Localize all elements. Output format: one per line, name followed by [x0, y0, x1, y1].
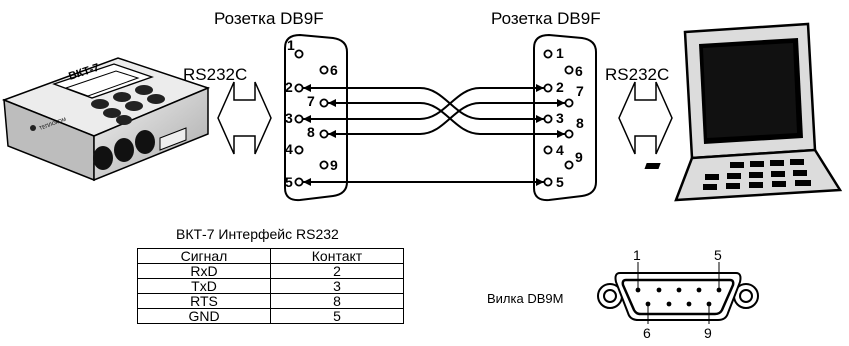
rs232-right-label: RS232C — [605, 65, 669, 84]
right-pin-label: 7 — [576, 83, 584, 99]
right-pin-label: 2 — [556, 79, 564, 95]
right-pin-label: 1 — [556, 45, 564, 61]
signal-pin-table: Сигнал Контакт RxD 2 TxD 3 RTS 8 GND 5 — [137, 248, 404, 324]
vkt7-device-icon: ВКТ-7 ТЕПЛОКОМ — [1, 57, 211, 182]
table-header-row: Сигнал Контакт — [137, 248, 404, 264]
signal-cell: GND — [137, 308, 271, 324]
left-pin-label: 1 — [287, 37, 295, 53]
pin-cell: 3 — [270, 278, 404, 294]
left-pin-label: 6 — [330, 62, 338, 78]
signal-cell: RTS — [137, 293, 271, 309]
double-arrow-right-icon — [618, 81, 673, 155]
plug-pin-9-label: 9 — [704, 325, 712, 341]
table-row: RTS 8 — [137, 293, 404, 309]
left-pin-label: 4 — [285, 141, 293, 157]
left-db9f-connector: 1 6 2 7 3 8 4 9 5 — [284, 33, 348, 202]
rs232-left-label: RS232C — [183, 65, 247, 84]
left-pin-label: 2 — [285, 79, 293, 95]
db9m-plug-icon — [597, 262, 759, 324]
left-pin-label: 8 — [307, 124, 315, 140]
pin-cell: 8 — [270, 293, 404, 309]
right-socket-title: Розетка DB9F — [491, 9, 601, 28]
table-title: ВКТ-7 Интерфейс RS232 — [176, 226, 339, 242]
right-pin-label: 5 — [556, 174, 564, 190]
plug-pin-1-label: 1 — [633, 247, 641, 263]
left-socket-title: Розетка DB9F — [214, 9, 324, 28]
computer-icon — [644, 22, 843, 202]
wire-8-to-7 — [328, 102, 565, 135]
right-pin-label: 9 — [575, 149, 583, 165]
left-pin-label: 3 — [285, 110, 293, 126]
pin-cell: 2 — [270, 263, 404, 279]
pin-cell: 5 — [270, 308, 404, 324]
table-header-cell: Сигнал — [137, 248, 271, 264]
left-pin-label: 5 — [285, 174, 293, 190]
signal-cell: TxD — [137, 278, 271, 294]
double-arrow-left-icon — [217, 81, 272, 155]
table-row: TxD 3 — [137, 278, 404, 294]
plug-label: Вилка DB9M — [487, 291, 563, 306]
right-pin-label: 3 — [556, 110, 564, 126]
right-pin-label: 6 — [575, 63, 583, 79]
signal-cell: RxD — [137, 263, 271, 279]
table-row: RxD 2 — [137, 263, 404, 279]
wire-arrowheads — [303, 84, 565, 186]
plug-pin-6-label: 6 — [643, 325, 651, 341]
wire-3-to-2 — [303, 87, 544, 120]
table-row: GND 5 — [137, 308, 404, 324]
right-pin-label: 8 — [576, 115, 584, 131]
left-pin-label: 7 — [307, 93, 315, 109]
right-pin-label: 4 — [556, 142, 564, 158]
left-pin-label: 9 — [330, 157, 338, 173]
null-modem-wires — [303, 87, 565, 183]
right-db9f-connector: 1 6 2 7 3 8 4 9 5 — [533, 33, 597, 202]
table-header-cell: Контакт — [270, 248, 404, 264]
plug-pin-5-label: 5 — [714, 247, 722, 263]
